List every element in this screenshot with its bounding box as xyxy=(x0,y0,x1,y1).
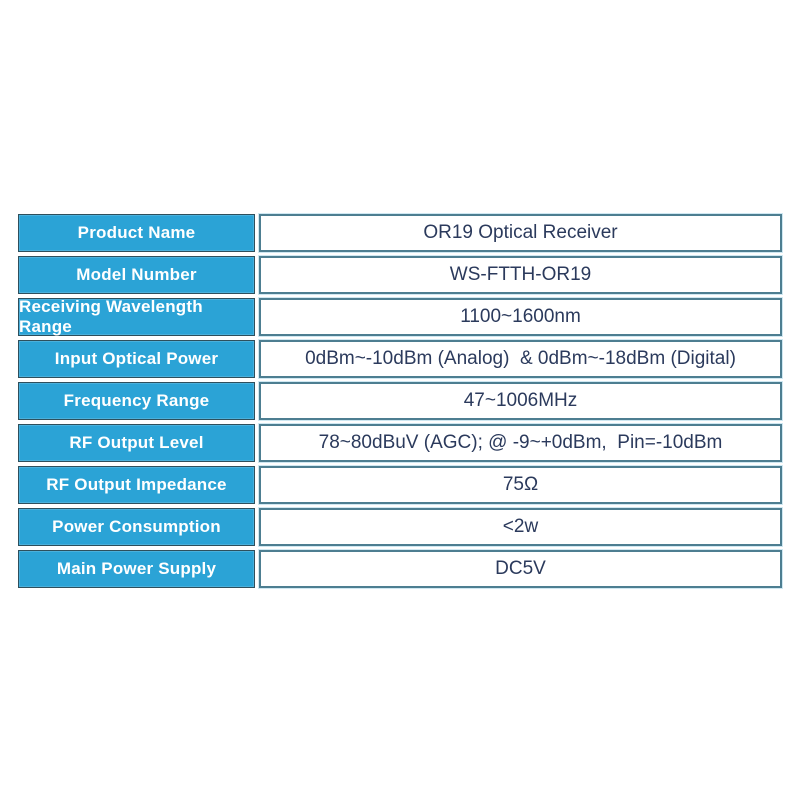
spec-value: 78~80dBuV (AGC); @ -9~+0dBm, Pin=-10dBm xyxy=(318,432,723,453)
spec-label-cell: RF Output Impedance xyxy=(18,466,255,504)
spec-label-cell: RF Output Level xyxy=(18,424,255,462)
table-row-frequency-range: Frequency Range 47~1006MHz xyxy=(18,382,782,420)
spec-label-cell: Receiving Wavelength Range xyxy=(18,297,255,336)
table-row-power-consumption: Power Consumption <2w xyxy=(18,508,782,546)
spec-value-cell: 78~80dBuV (AGC); @ -9~+0dBm, Pin=-10dBm xyxy=(259,424,782,462)
spec-label-cell: Frequency Range xyxy=(18,382,255,420)
spec-label: Product Name xyxy=(77,223,196,242)
table-row-product-name: Product Name OR19 Optical Receiver xyxy=(18,214,782,252)
spec-label: Main Power Supply xyxy=(56,559,217,578)
spec-label: Power Consumption xyxy=(52,517,221,536)
spec-value: 1100~1600nm xyxy=(460,306,581,327)
spec-label: Input Optical Power xyxy=(54,349,219,368)
spec-label-cell: Input Optical Power xyxy=(18,340,255,378)
spec-label-cell: Product Name xyxy=(18,214,255,252)
spec-value-cell: 75Ω xyxy=(259,466,782,504)
spec-value-cell: 1100~1600nm xyxy=(259,298,782,336)
table-row-input-optical-power: Input Optical Power 0dBm~-10dBm (Analog)… xyxy=(18,340,782,378)
spec-value-cell: DC5V xyxy=(259,550,782,588)
spec-value: 47~1006MHz xyxy=(463,390,578,411)
table-row-model-number: Model Number WS-FTTH-OR19 xyxy=(18,256,782,294)
spec-value-cell: 0dBm~-10dBm (Analog) & 0dBm~-18dBm (Digi… xyxy=(259,340,782,378)
spec-label-cell: Main Power Supply xyxy=(18,550,255,588)
spec-value: 0dBm~-10dBm (Analog) & 0dBm~-18dBm (Digi… xyxy=(305,348,736,369)
spec-value: WS-FTTH-OR19 xyxy=(449,264,592,285)
spec-label-cell: Power Consumption xyxy=(18,508,255,546)
table-row-rf-output-level: RF Output Level 78~80dBuV (AGC); @ -9~+0… xyxy=(18,424,782,462)
spec-label: RF Output Impedance xyxy=(46,475,227,494)
table-row-main-power-supply: Main Power Supply DC5V xyxy=(18,550,782,588)
spec-value: 75Ω xyxy=(502,474,539,495)
spec-label: RF Output Level xyxy=(69,433,204,452)
spec-value-cell: 47~1006MHz xyxy=(259,382,782,420)
spec-label: Receiving Wavelength Range xyxy=(19,297,208,336)
spec-value: <2w xyxy=(502,516,539,537)
table-row-rf-output-impedance: RF Output Impedance 75Ω xyxy=(18,466,782,504)
spec-value-cell: <2w xyxy=(259,508,782,546)
spec-label: Model Number xyxy=(76,265,197,284)
spec-value-cell: OR19 Optical Receiver xyxy=(259,214,782,252)
table-row-wavelength-range: Receiving Wavelength Range 1100~1600nm xyxy=(18,297,782,336)
spec-value-cell: WS-FTTH-OR19 xyxy=(259,256,782,294)
spec-table: Product Name OR19 Optical Receiver Model… xyxy=(18,214,782,588)
spec-label-cell: Model Number xyxy=(18,256,255,294)
spec-value: OR19 Optical Receiver xyxy=(423,222,618,243)
spec-value: DC5V xyxy=(495,558,546,579)
spec-label: Frequency Range xyxy=(63,391,210,410)
